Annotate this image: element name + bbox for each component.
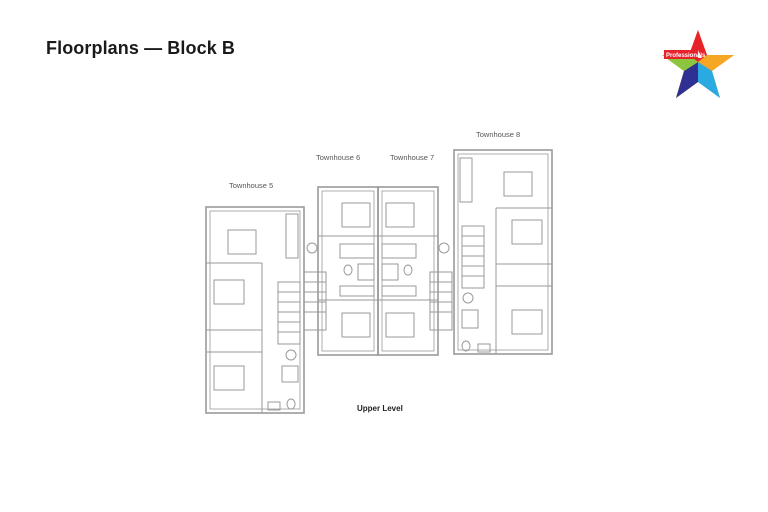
logo-text: Professionals <box>666 53 706 59</box>
level-label: Upper Level <box>357 404 403 413</box>
townhouse-5-plan <box>205 206 305 414</box>
professionals-logo: Professionals <box>662 30 734 98</box>
townhouse-7-label: Townhouse 7 <box>390 153 435 162</box>
townhouse-8-label: Townhouse 8 <box>476 130 521 139</box>
townhouse-6-label: Townhouse 6 <box>316 153 361 162</box>
townhouse-6-plan <box>303 186 379 356</box>
townhouse-8-plan <box>453 149 553 355</box>
townhouse-7-plan <box>377 186 453 356</box>
page-title: Floorplans — Block B <box>46 38 236 58</box>
townhouse-5-label: Townhouse 5 <box>229 181 274 190</box>
